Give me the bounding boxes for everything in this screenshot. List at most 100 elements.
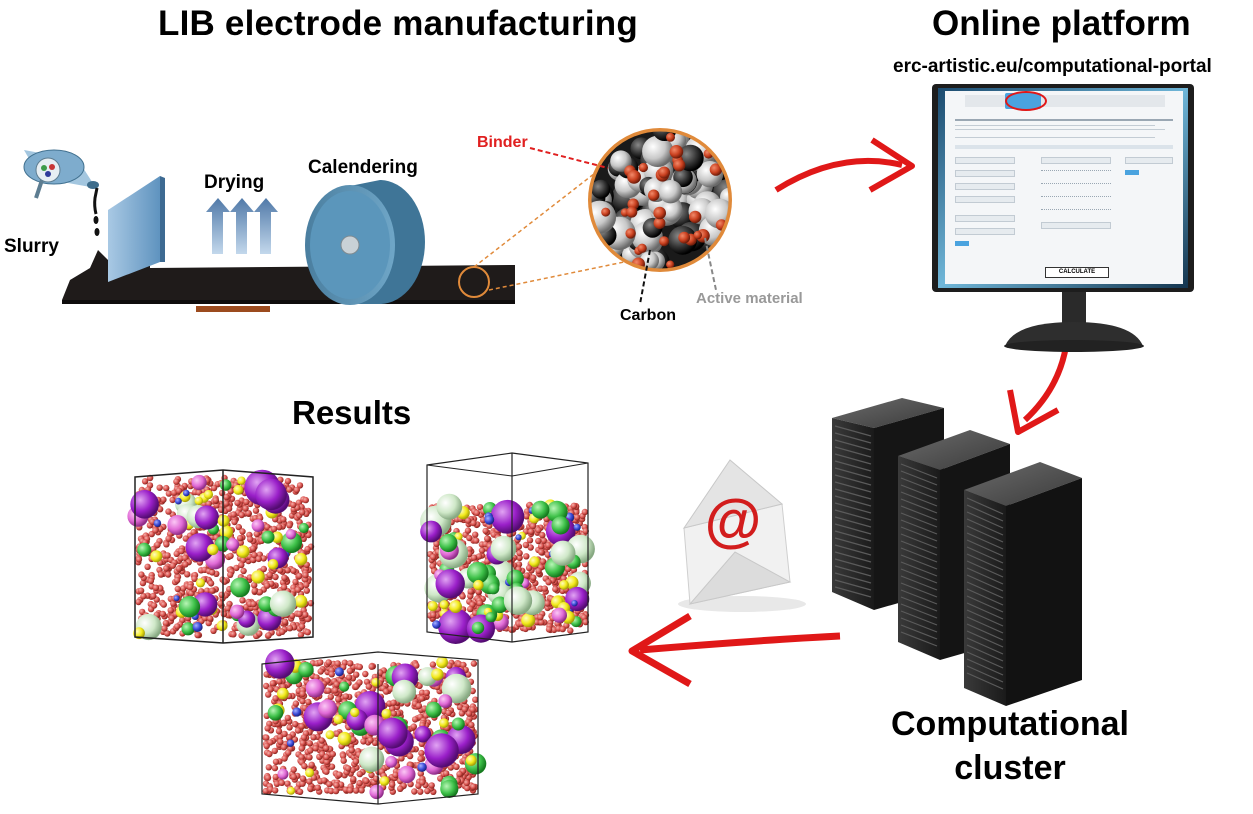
- rack-slot: [966, 546, 1004, 564]
- carbon-particle: [345, 674, 353, 681]
- carbon-particle: [423, 689, 430, 696]
- carbon-particle: [163, 541, 170, 548]
- active-particle: [440, 779, 459, 799]
- carbon-particle: [470, 660, 478, 667]
- rack-slot: [900, 610, 938, 626]
- carbon-particle: [284, 780, 291, 787]
- carbon-particle: [363, 777, 370, 785]
- carbon-particle: [545, 542, 552, 549]
- carbon-particle: [350, 775, 357, 783]
- carbon-particle: [325, 687, 332, 694]
- carbon-particle: [463, 779, 470, 787]
- carbon-particle: [267, 686, 274, 693]
- carbon-particle: [429, 661, 437, 668]
- carbon-particle: [317, 659, 324, 666]
- carbon-particle: [164, 552, 171, 559]
- carbon-particle: [290, 766, 297, 773]
- active-particle: [133, 627, 145, 640]
- active-particle: [439, 600, 449, 610]
- binder-particle: [666, 260, 675, 269]
- active-particle: [175, 497, 182, 505]
- rack-slot: [900, 596, 938, 612]
- rack-slot: [966, 602, 1004, 620]
- carbon-particle: [285, 749, 292, 756]
- active-particle: [318, 699, 338, 719]
- rack-slot: [900, 561, 938, 577]
- active-particle: [451, 717, 465, 731]
- binder-particle: [626, 206, 638, 218]
- active-particle: [194, 505, 219, 530]
- active-particle: [195, 578, 206, 588]
- carbon-particle: [137, 587, 145, 594]
- active-particle: [484, 514, 495, 525]
- active-particle: [376, 717, 408, 749]
- carbon-particle: [539, 531, 546, 539]
- active-particle: [216, 620, 228, 632]
- rack-slot: [900, 498, 938, 514]
- carbon-particle: [473, 537, 480, 544]
- rack-slot: [966, 511, 1004, 529]
- active-particle: [529, 556, 540, 568]
- carbon-particle: [332, 687, 339, 694]
- carbon-particle: [256, 588, 264, 596]
- portal-tabs: [955, 145, 1173, 149]
- carbon-particle: [539, 558, 547, 565]
- carbon-particle: [317, 668, 324, 675]
- calculate-button[interactable]: CALCULATE: [1045, 267, 1109, 278]
- active-particle: [427, 601, 438, 612]
- carbon-particle: [194, 631, 201, 639]
- portal-form-col-1: [955, 157, 1015, 257]
- carbon-particle: [135, 598, 142, 606]
- carbon-particle: [252, 507, 260, 514]
- carbon-particle: [415, 702, 423, 710]
- carbon-particle: [368, 771, 375, 779]
- rack-slot: [900, 491, 938, 507]
- carbon-particle: [251, 587, 258, 595]
- rack-slot: [966, 609, 1004, 627]
- carbon-particle: [223, 493, 230, 501]
- carbon-particle: [169, 562, 176, 569]
- rack-slot: [900, 631, 938, 647]
- active-particle: [334, 667, 344, 677]
- binder-particle: [709, 163, 723, 176]
- carbon-particle: [465, 517, 472, 524]
- active-particle: [292, 707, 302, 717]
- carbon-particle: [272, 787, 279, 794]
- carbon-particle: [272, 773, 279, 781]
- carbon-particle: [284, 567, 291, 574]
- carbon-particle: [212, 497, 219, 504]
- carbon-particle: [535, 526, 542, 534]
- carbon-particle: [163, 565, 170, 572]
- carbon-particle: [260, 565, 267, 573]
- carbon-particle: [170, 600, 177, 607]
- carbon-particle: [298, 723, 305, 730]
- carbon-particle: [237, 539, 244, 546]
- carbon-particle: [255, 555, 262, 563]
- rack-slot: [834, 579, 872, 591]
- carbon-particle: [582, 618, 589, 626]
- carbon-particle: [250, 600, 257, 608]
- carbon-particle: [281, 574, 288, 581]
- carbon-particle: [296, 572, 303, 580]
- carbon-particle: [293, 486, 300, 494]
- carbon-particle: [218, 489, 226, 497]
- rack-slot: [966, 567, 1004, 585]
- rack-slot: [966, 553, 1004, 571]
- carbon-particle: [230, 631, 237, 638]
- carbon-particle: [350, 736, 357, 743]
- carbon-particle: [281, 755, 288, 762]
- carbon-particle: [515, 543, 523, 550]
- server-rack-icon: [832, 398, 1082, 706]
- carbon-particle: [310, 734, 317, 741]
- carbon-particle: [411, 716, 419, 723]
- carbon-particle: [174, 585, 181, 593]
- carbon-particle: [352, 787, 360, 794]
- rack-slot: [966, 588, 1004, 606]
- carbon-particle: [529, 522, 537, 530]
- carbon-particle: [540, 537, 548, 544]
- carbon-particle: [156, 484, 163, 491]
- carbon-particle: [508, 626, 515, 633]
- carbon-particle: [262, 787, 269, 795]
- portal-screen: CALCULATE: [945, 91, 1183, 284]
- active-particle: [337, 731, 352, 746]
